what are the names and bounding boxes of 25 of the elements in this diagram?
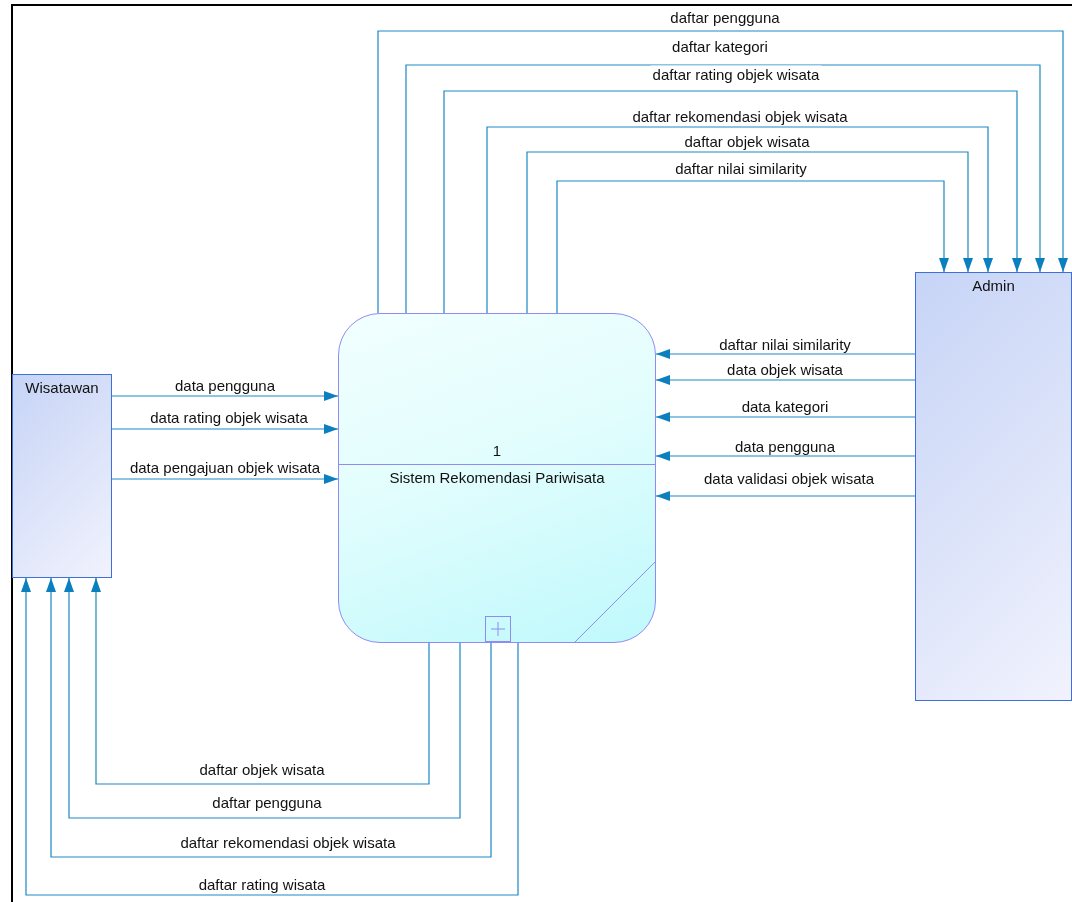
data-flow-arrow bbox=[526, 151, 973, 314]
data-flow-arrow bbox=[377, 30, 1068, 314]
entity-name: Wisatawan bbox=[25, 379, 99, 396]
data-flow-arrow bbox=[111, 391, 339, 401]
data-flow-arrow bbox=[655, 412, 916, 422]
data-flow-arrow bbox=[443, 90, 1022, 314]
process-number: 1 bbox=[491, 442, 503, 459]
data-flow-arrow bbox=[486, 126, 993, 314]
data-flow-arrow bbox=[111, 474, 339, 484]
data-flow-arrow bbox=[556, 180, 949, 314]
data-flow-arrow bbox=[655, 451, 916, 461]
data-flow-arrow bbox=[655, 491, 916, 501]
external-entity-box bbox=[915, 272, 1072, 701]
data-flow-arrow bbox=[91, 577, 430, 785]
entity-name: Admin bbox=[972, 277, 1015, 294]
process-name: Sistem Rekomendasi Pariwisata bbox=[388, 469, 606, 486]
data-flow-arrow bbox=[111, 424, 339, 434]
data-flow-arrow bbox=[21, 577, 519, 896]
data-flow-arrow bbox=[655, 375, 916, 385]
data-flow-arrow bbox=[64, 577, 461, 819]
data-flow-arrow bbox=[405, 64, 1045, 314]
process-box bbox=[338, 313, 656, 643]
external-entity-box bbox=[12, 374, 112, 578]
data-flow-arrow bbox=[655, 349, 916, 359]
data-flow-arrow bbox=[46, 577, 492, 858]
